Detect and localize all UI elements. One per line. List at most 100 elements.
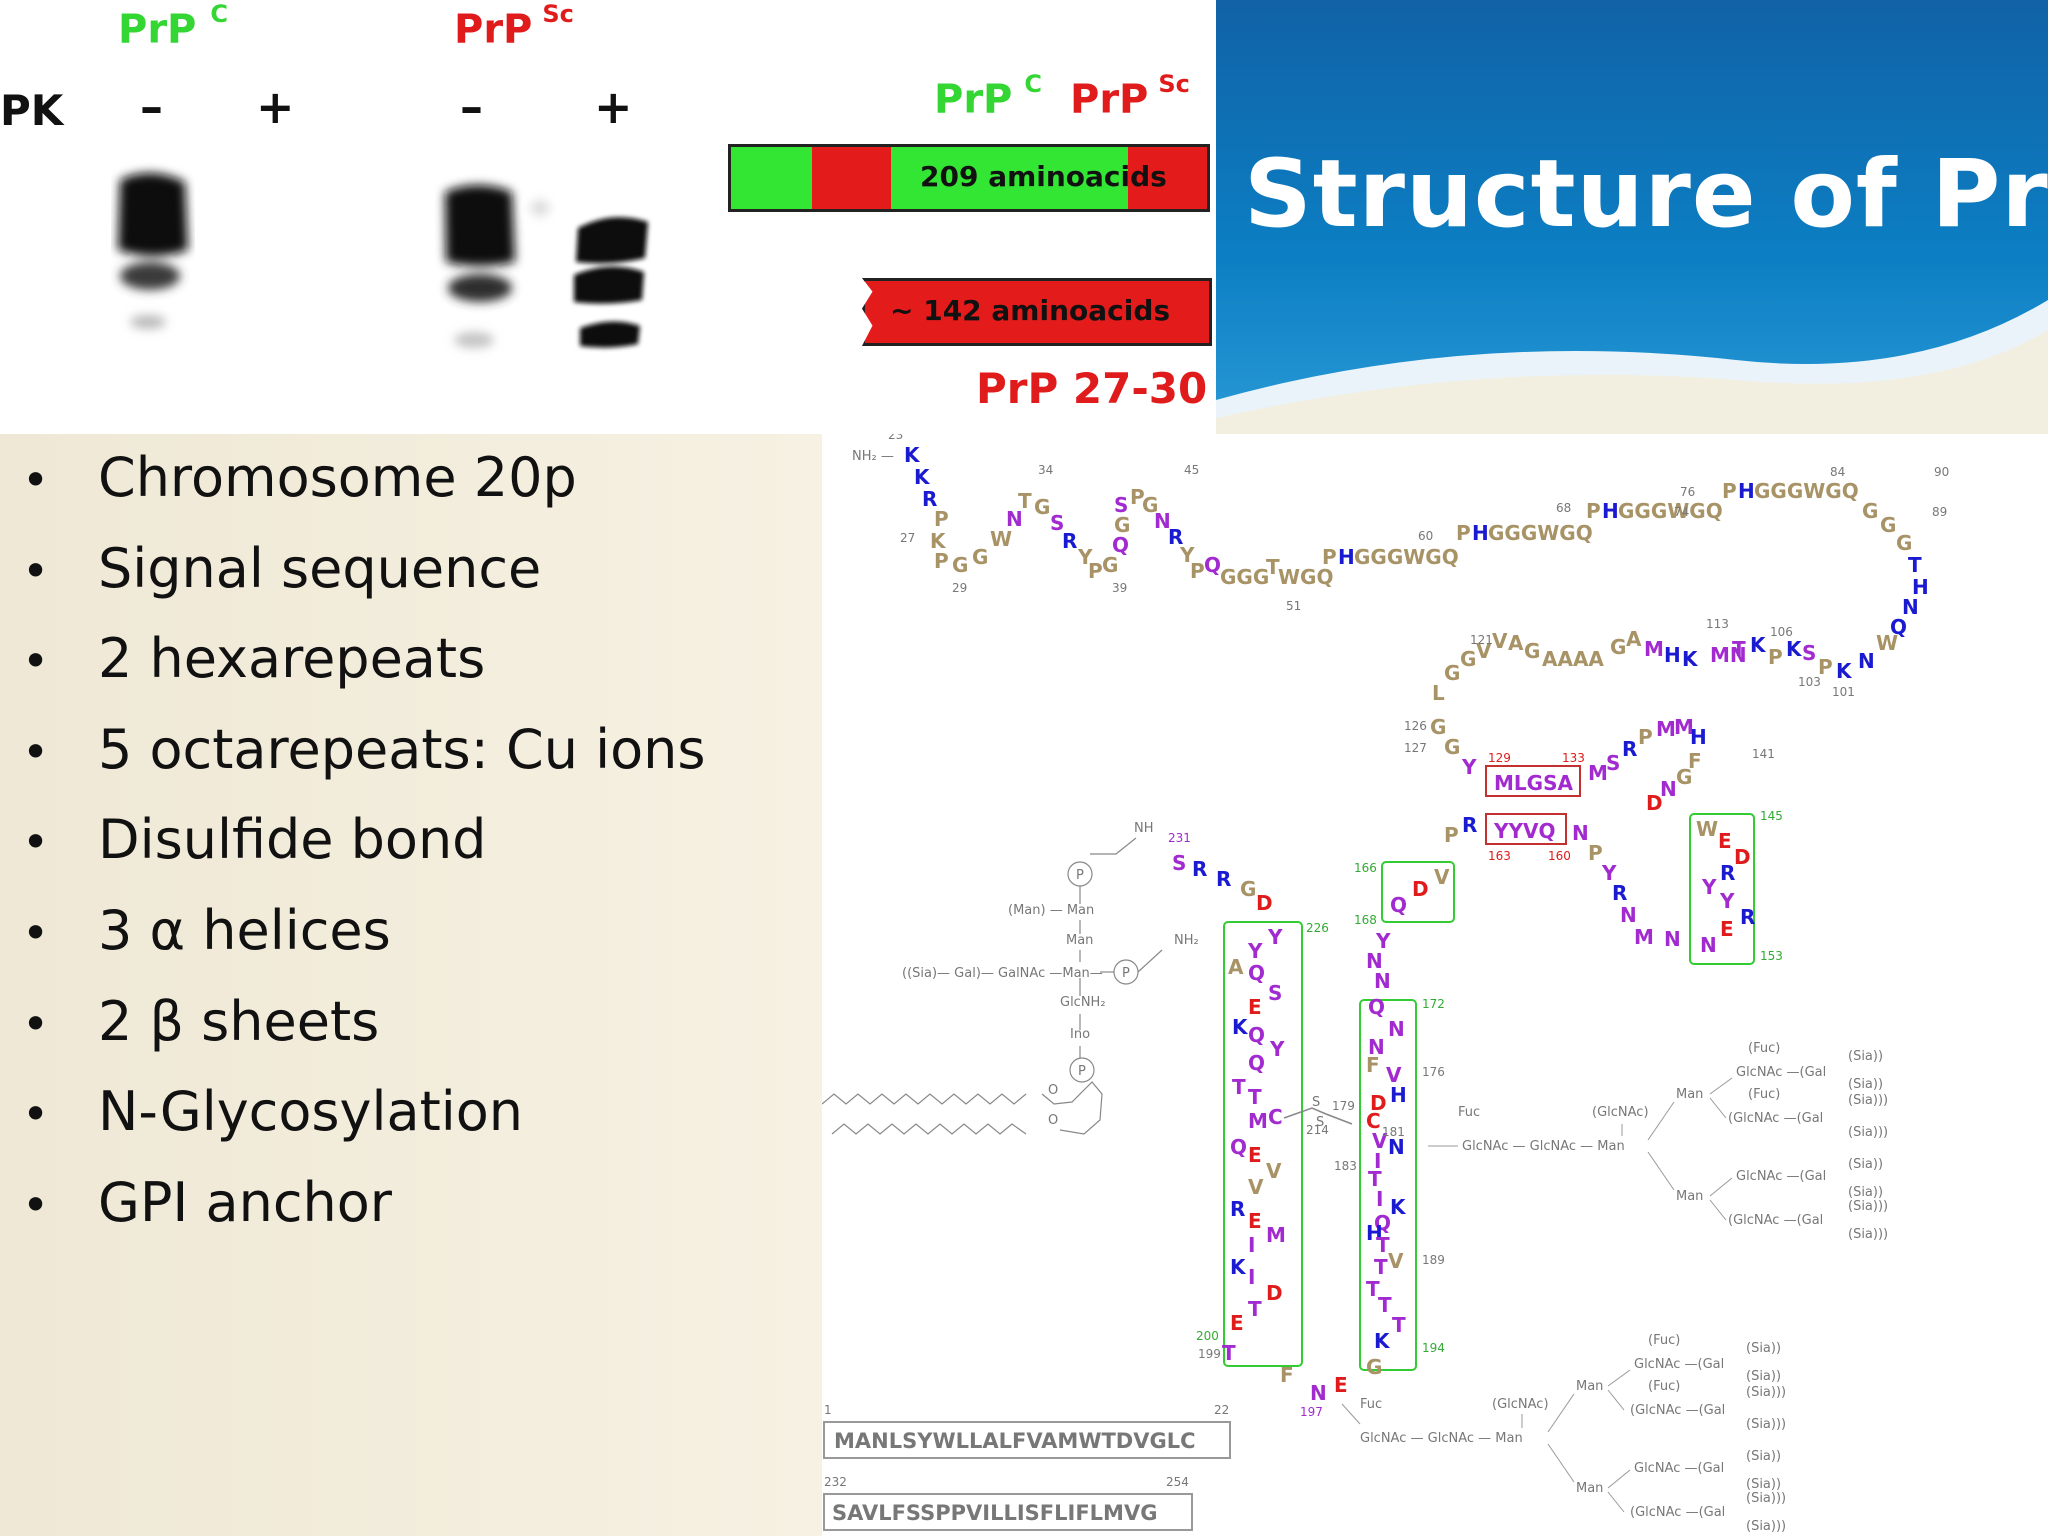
svg-text:(Fuc): (Fuc) [1648,1379,1680,1394]
svg-text:Y: Y [1267,925,1283,949]
svg-text:N: N [1902,595,1919,619]
svg-text:Man: Man [1676,1189,1703,1204]
svg-text:T: T [1366,1277,1380,1301]
svg-text:H: H [1472,521,1489,545]
svg-text:WGQ: WGQ [1278,565,1333,589]
svg-text:V: V [1388,1249,1404,1273]
svg-text:H: H [1912,575,1929,599]
bullet-item: •2 β sheets [22,989,380,1053]
svg-text:H: H [1738,479,1755,503]
svg-text:H: H [1690,725,1707,749]
svg-text:(Sia))): (Sia))) [1746,1519,1786,1534]
svg-text:101: 101 [1832,685,1855,699]
svg-text:G: G [1366,1355,1382,1379]
svg-text:(Fuc): (Fuc) [1648,1333,1680,1348]
svg-text:G: G [1676,765,1692,789]
svg-text:K: K [1374,1329,1391,1353]
svg-text:Man: Man [1576,1379,1603,1394]
num-214: 214 [1306,1123,1329,1137]
svg-text:V: V [1372,1129,1388,1153]
svg-text:O: O [1048,1113,1058,1128]
svg-text:Q: Q [1248,961,1265,985]
svg-text:P: P [1638,725,1653,749]
num-176: 176 [1422,1065,1445,1079]
svg-text:S: S [1268,981,1282,1005]
svg-text:76: 76 [1680,485,1695,499]
svg-text:K: K [1390,1195,1407,1219]
svg-text:N: N [1006,507,1023,531]
helix-1-box [1689,813,1755,965]
svg-text:K: K [1230,1255,1247,1279]
svg-text:T: T [1018,489,1032,513]
residue-numbers: 27 29 34 39 45 51 60 68 74 76 84 90 89 1… [900,463,1949,761]
svg-text:Q: Q [1248,1023,1265,1047]
svg-text:R: R [1740,905,1755,929]
svg-text:Q: Q [1374,1211,1391,1235]
svg-text:(GlcNAc —(Gal: (GlcNAc —(Gal [1728,1111,1823,1126]
svg-text:Fuc: Fuc [1458,1105,1480,1120]
signal-start-num: 1 [824,1403,832,1417]
svg-text:Man: Man [1676,1087,1703,1102]
num-163: 163 [1488,849,1511,863]
svg-text:E: E [1718,829,1732,853]
svg-text:A: A [1626,627,1642,651]
svg-text:68: 68 [1556,501,1571,515]
svg-text:F: F [1366,1053,1380,1077]
bullet-item: •2 hexarepeats [22,627,486,691]
svg-text:(Sia)): (Sia)) [1746,1341,1781,1356]
svg-text:GGGWGQ: GGGWGQ [1618,499,1723,523]
svg-text:C: C [1268,1105,1283,1129]
svg-text:T: T [1374,1255,1388,1279]
svg-text:(GlcNAc —(Gal: (GlcNAc —(Gal [1630,1505,1725,1520]
svg-text:103: 103 [1798,675,1821,689]
svg-text:R: R [1622,737,1637,761]
c-terminal-residues: S R R G D [1172,851,1273,915]
svg-text:M: M [1674,715,1694,739]
svg-text:(Sia))): (Sia))) [1848,1093,1888,1108]
svg-text:G: G [1114,513,1130,537]
svg-text:T: T [1222,1341,1236,1365]
svg-text:N: N [1664,927,1681,951]
svg-text:G: G [972,545,988,569]
svg-text:127: 127 [1404,741,1427,755]
svg-text:45: 45 [1184,463,1199,477]
svg-text:A: A [1228,955,1244,979]
svg-text:G: G [1430,715,1446,739]
svg-text:E: E [1248,1209,1262,1233]
svg-text:R: R [1612,881,1627,905]
svg-text:M: M [1634,925,1654,949]
svg-text:K: K [930,529,947,553]
signal-sequence-box [823,1421,1231,1459]
svg-text:(Sia))): (Sia))) [1746,1385,1786,1400]
svg-text:E: E [1248,995,1262,1019]
num-179: 179 [1332,1099,1355,1113]
gpi-signal-box [823,1493,1193,1531]
svg-text:M: M [1656,717,1676,741]
structure-svg: 23 NH₂ — K K R P K P G G W N T G S R Y P… [822,434,1949,1534]
svg-text:GGGWGQ: GGGWGQ [1488,521,1593,545]
bullet-item: •5 octarepeats: Cu ions [22,717,706,781]
num-145: 145 [1760,809,1783,823]
svg-text:D: D [1370,1091,1387,1115]
bullet-list-panel: •Chromosome 20p •Signal sequence •2 hexa… [0,434,822,1536]
num-181: 181 [1382,1125,1405,1139]
box-129-text: MLGSA [1494,771,1573,795]
lane-2-label: + [256,80,295,134]
gpi-signal-sequence: SAVLFSSPPVILLISFLIFLMVG [832,1501,1157,1525]
num-183: 183 [1334,1159,1357,1173]
svg-text:R: R [1192,857,1207,881]
pk-resistant-label: ~ 142 aminoacids [890,294,1171,327]
svg-text:29: 29 [952,581,967,595]
sulfur-2: S [1316,1115,1324,1130]
svg-text:H: H [1338,545,1355,569]
svg-text:H: H [1664,643,1681,667]
num-197: 197 [1300,1405,1323,1419]
svg-text:Y: Y [1179,543,1195,567]
svg-text:34: 34 [1038,463,1053,477]
svg-text:GGG: GGG [1220,565,1269,589]
num-129: 129 [1488,751,1511,765]
svg-text:74: 74 [1674,505,1689,519]
